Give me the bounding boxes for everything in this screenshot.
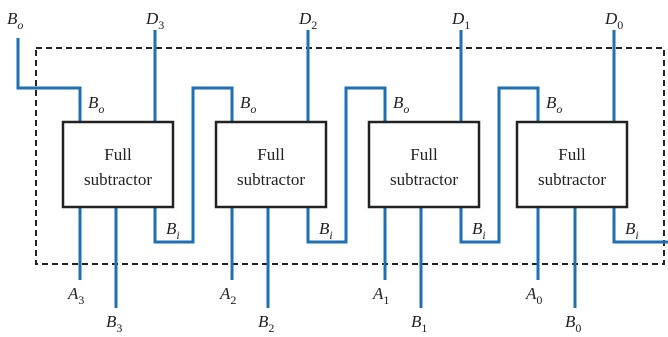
borrow-chain-1-0 — [459, 86, 540, 244]
block3-borrow-out-label: Bo — [88, 93, 104, 116]
borrow-chain-2-1 — [306, 86, 387, 244]
a0-label: A0 — [525, 284, 542, 307]
subtractor-block-2: Full subtractor — [214, 120, 328, 209]
b3-label: B3 — [106, 312, 122, 335]
a3-label: A3 — [67, 284, 84, 307]
module-boundary — [35, 47, 665, 265]
block0-borrow-in-label: Bi — [625, 219, 639, 242]
block1-borrow-in-label: Bi — [472, 219, 486, 242]
b1-label: B1 — [411, 312, 427, 335]
block-title-line1: Full — [257, 145, 285, 164]
b0-label: B0 — [565, 312, 581, 335]
block0-borrow-out-label: Bo — [546, 93, 562, 116]
block3-borrow-in-label: Bi — [166, 219, 180, 242]
borrow-chain-3-2 — [153, 86, 234, 244]
wires — [16, 30, 668, 308]
block2-borrow-out-label: Bo — [240, 93, 256, 116]
b2-label: B2 — [258, 312, 274, 335]
input-borrow-wire — [16, 38, 82, 122]
block1-borrow-out-label: Bo — [393, 93, 409, 116]
d3-label: D3 — [145, 9, 164, 32]
block-title-line1: Full — [104, 145, 132, 164]
block-title-line2: subtractor — [237, 170, 305, 189]
block-title-line2: subtractor — [84, 170, 152, 189]
subtractor-block-3: Full subtractor — [61, 120, 175, 209]
d1-label: D1 — [451, 9, 470, 32]
subtractor-block-1: Full subtractor — [367, 120, 481, 209]
block-title-line1: Full — [410, 145, 438, 164]
a1-label: A1 — [372, 284, 389, 307]
input-borrow-label: Bo — [7, 9, 23, 32]
block-title-line2: subtractor — [390, 170, 458, 189]
subtractor-block-0: Full subtractor — [515, 120, 629, 209]
final-borrow-wire — [612, 207, 668, 244]
block2-borrow-in-label: Bi — [319, 219, 333, 242]
d2-label: D2 — [298, 9, 317, 32]
a2-label: A2 — [219, 284, 236, 307]
d0-label: D0 — [604, 9, 623, 32]
block-title-line1: Full — [558, 145, 586, 164]
block-title-line2: subtractor — [538, 170, 606, 189]
